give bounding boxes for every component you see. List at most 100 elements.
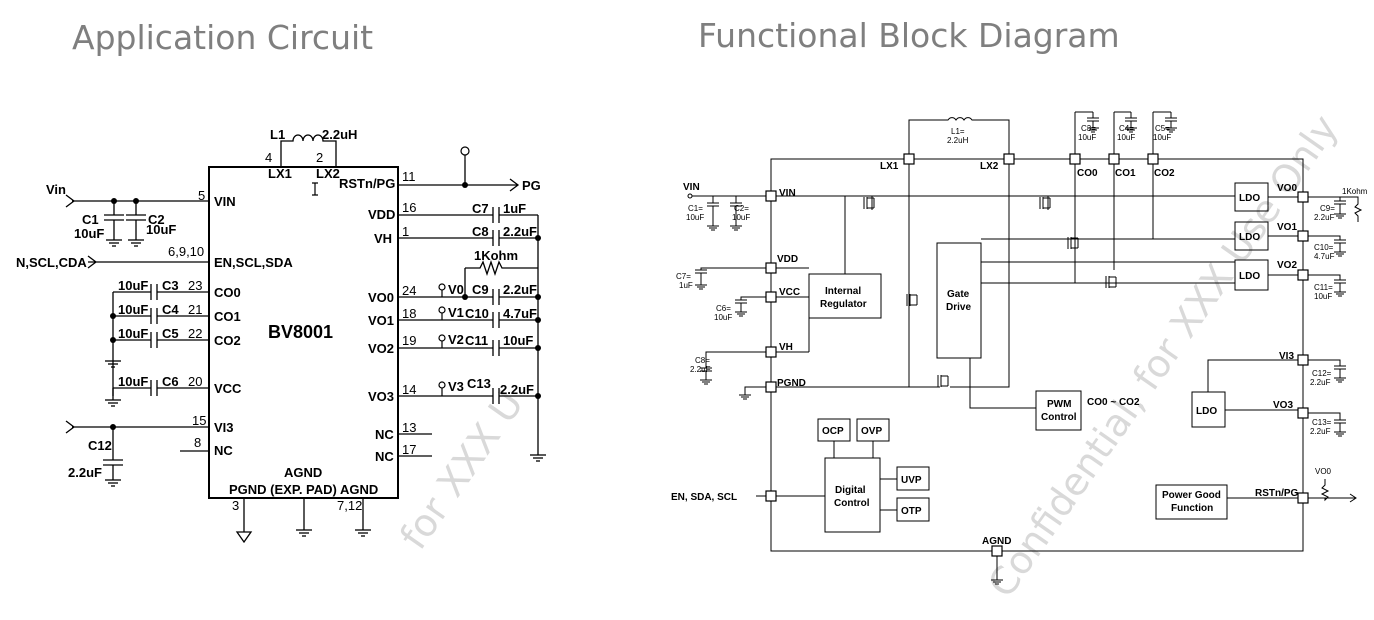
ovp-label: OVP — [861, 426, 882, 437]
fbd-pgnd-pin: PGND — [777, 378, 806, 389]
c7-label: C7 — [472, 201, 489, 216]
fbd-en-input: EN, SDA, SCL — [671, 492, 737, 503]
gate-label-1: Gate — [947, 289, 970, 300]
c4-label: C4 — [162, 302, 179, 317]
pin-4: 4 — [265, 150, 272, 165]
pin-7-12: 7,12 — [337, 498, 362, 513]
co2-pin: CO2 — [214, 333, 241, 348]
c1-value: 10uF — [74, 226, 104, 241]
pin-8: 8 — [194, 435, 201, 450]
fbd-c4-label: C4= — [1119, 124, 1134, 133]
application-circuit — [65, 134, 539, 544]
r-1kohm-label: 1Kohm — [474, 248, 518, 263]
fbd-l1-label: L1= — [951, 127, 965, 136]
c13-value: 2.2uF — [500, 382, 534, 397]
fbd-vo2-pin: VO2 — [1277, 260, 1297, 271]
c11-label: C11 — [465, 333, 488, 348]
fbd-lx1: LX1 — [880, 161, 899, 172]
fbd-co0: CO0 — [1077, 168, 1098, 179]
pin-2: 2 — [316, 150, 323, 165]
fbd-c8-label: C8= — [695, 356, 710, 365]
vi3-pin: VI3 — [214, 420, 234, 435]
fbd-l1-value: 2.2uH — [947, 136, 969, 145]
uvp-label: UVP — [901, 475, 922, 486]
c3-label: C3 — [162, 278, 179, 293]
en-pin: EN,SCL,SDA — [214, 255, 293, 270]
c1-label: C1 — [82, 212, 99, 227]
pin-24: 24 — [402, 283, 416, 298]
fbd-c2-value: 10uF — [732, 213, 750, 222]
c11-value: 10uF — [503, 333, 533, 348]
fbd-c5-label: C5= — [1155, 124, 1170, 133]
fbd-c3-label: C3= — [1081, 124, 1096, 133]
c6-value: 10uF — [118, 374, 148, 389]
fbd-c12-value: 2.2uF — [1310, 378, 1331, 387]
c6-label: C6 — [162, 374, 179, 389]
fbd-c6-value: 10uF — [714, 313, 732, 322]
pin-13: 13 — [402, 420, 416, 435]
fbd-vo3-pin: VO3 — [1273, 400, 1293, 411]
fbd-vin-pin: VIN — [779, 188, 796, 199]
c13-label: C13 — [467, 376, 491, 391]
fbd-lx2: LX2 — [980, 161, 999, 172]
fbd-c2-label: C2= — [734, 204, 749, 213]
digital-label-1: Digital — [835, 485, 866, 496]
c8-value: 2.2uF — [503, 224, 537, 239]
vin-terminal — [687, 193, 693, 199]
v0-testpoint: V0 — [448, 282, 464, 297]
pin-6-9-10: 6,9,10 — [168, 244, 204, 259]
nc1-pin: NC — [375, 427, 394, 442]
vo3-pin: VO3 — [368, 389, 394, 404]
chip-name: BV8001 — [268, 322, 333, 342]
fbd-c6-label: C6= — [716, 304, 731, 313]
fbd-vdd-pin: VDD — [777, 254, 798, 265]
pin-3: 3 — [232, 498, 239, 513]
en-input: N,SCL,CDA — [16, 255, 87, 270]
bottom-pins-label: PGND (EXP. PAD) AGND — [229, 482, 378, 497]
c9-value: 2.2uF — [503, 282, 537, 297]
fbd-vin-input: VIN — [683, 182, 700, 193]
fbd-c9-label: C9= — [1320, 204, 1335, 213]
fbd-vo1-pin: VO1 — [1277, 222, 1297, 233]
power-good-label-1: Power Good — [1162, 490, 1221, 501]
c8-label: C8 — [472, 224, 489, 239]
nc2-pin: NC — [375, 449, 394, 464]
digital-control-block — [824, 457, 881, 533]
v1-testpoint: V1 — [448, 305, 464, 320]
pin-18: 18 — [402, 306, 416, 321]
vo2-pin: VO2 — [368, 341, 394, 356]
v2-testpoint: V2 — [448, 332, 464, 347]
l1-label: L1 — [270, 127, 285, 142]
fbd-rstn-pg-pin: RSTn/PG — [1255, 488, 1299, 499]
vin-pin: VIN — [214, 194, 236, 209]
otp-label: OTP — [901, 506, 922, 517]
nc-left-pin: NC — [214, 443, 233, 458]
fbd-r1k-label: 1Kohm — [1342, 187, 1368, 196]
ocp-label: OCP — [822, 426, 844, 437]
pin-14: 14 — [402, 382, 416, 397]
fbd-c9-value: 2.2uF — [1314, 213, 1335, 222]
co-range-label: CO0 ~ CO2 — [1087, 397, 1140, 408]
ldo-0-label: LDO — [1239, 193, 1260, 204]
co1-pin: CO1 — [214, 309, 241, 324]
pg-output: PG — [522, 178, 541, 193]
fbd-transistors — [863, 196, 1117, 388]
co0-pin: CO0 — [214, 285, 241, 300]
agnd-top-label: AGND — [284, 465, 322, 480]
c5-value: 10uF — [118, 326, 148, 341]
c12-value: 2.2uF — [68, 465, 102, 480]
regulator-label-1: Internal — [825, 286, 861, 297]
gate-label-2: Drive — [946, 302, 971, 313]
fbd-c10-value: 4.7uF — [1314, 252, 1335, 261]
vcc-pin: VCC — [214, 381, 242, 396]
fbd-vcc-pin: VCC — [779, 287, 800, 298]
fbd-c11-label: C11= — [1314, 283, 1333, 292]
junction-dots — [110, 182, 541, 430]
fbd-c12-label: C12= — [1312, 369, 1332, 378]
vo0-pin: VO0 — [368, 290, 394, 305]
pin-20: 20 — [188, 374, 202, 389]
pin-5: 5 — [198, 188, 205, 203]
pin-11: 11 — [402, 169, 416, 184]
rstn-pg-pin: RSTn/PG — [339, 176, 395, 191]
